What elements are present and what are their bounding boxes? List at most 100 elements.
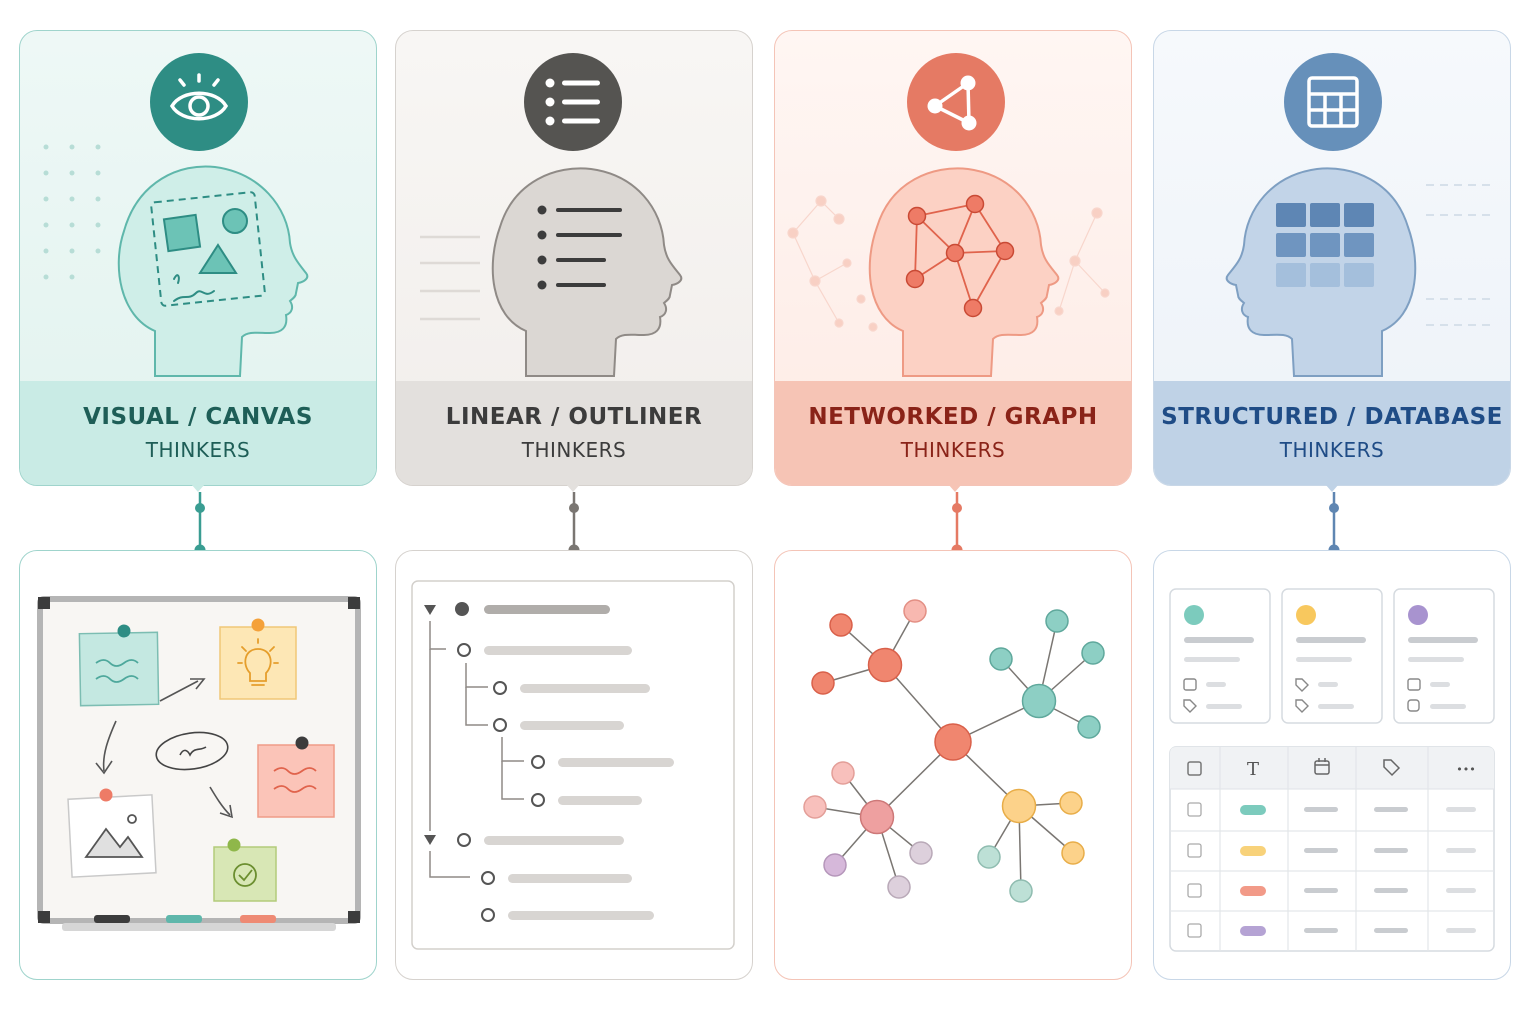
database-card [1281, 588, 1383, 724]
graph-panel [774, 550, 1132, 980]
linear-banner: LINEAR / OUTLINER THINKERS [396, 381, 752, 485]
graph-node [887, 875, 911, 899]
outliner-illustration [411, 580, 735, 950]
column-structured-database: STRUCTURED / DATABASE THINKERS [1153, 0, 1515, 1024]
column-subtitle: THINKERS [145, 438, 251, 462]
line-decoration [420, 235, 480, 321]
node-bullet-icon [455, 602, 469, 616]
calendar-icon [1314, 758, 1330, 775]
table-row [1187, 802, 1476, 817]
table-grid-icon-badge [1284, 53, 1382, 151]
column-linear-outliner: LINEAR / OUTLINER THINKERS [395, 0, 757, 1024]
collapse-caret-icon [424, 835, 436, 845]
graph-node [1001, 788, 1037, 824]
node-circle-icon [457, 833, 471, 847]
column-title: NETWORKED / GRAPH [808, 404, 1098, 430]
linear-thinkers-card: LINEAR / OUTLINER THINKERS [395, 30, 753, 486]
sticky-note-green [213, 846, 277, 902]
graph-node [803, 795, 827, 819]
check-circle-icon [233, 863, 257, 887]
whiteboard-illustration [37, 596, 361, 931]
squiggle-icon [173, 274, 215, 302]
marker-coral [240, 915, 276, 923]
database-card [1169, 588, 1271, 724]
row-tag [1240, 926, 1266, 936]
database-table: T ••• [1169, 746, 1495, 952]
column-title: VISUAL / CANVAS [83, 404, 313, 430]
pin-icon [251, 618, 265, 632]
graph-node [1077, 715, 1101, 739]
column-title: STRUCTURED / DATABASE [1161, 404, 1503, 430]
graph-node [989, 647, 1013, 671]
graph-node [1045, 609, 1069, 633]
status-icon [1407, 699, 1420, 712]
table-row [1187, 923, 1476, 938]
text-type-icon: T [1247, 759, 1259, 780]
structured-banner: STRUCTURED / DATABASE THINKERS [1154, 381, 1510, 485]
calendar-icon [1407, 678, 1421, 691]
square-shape-icon [162, 213, 202, 253]
graph-node [1009, 879, 1033, 903]
networked-thinkers-card: NETWORKED / GRAPH THINKERS [774, 30, 1132, 486]
connector-linear [566, 484, 580, 556]
column-title: LINEAR / OUTLINER [445, 404, 703, 430]
node-circle-icon [457, 643, 471, 657]
sticky-note-teal [78, 631, 160, 707]
checkbox-icon [1187, 761, 1202, 776]
mountain-image-icon [84, 814, 144, 858]
table-row [1187, 883, 1476, 898]
sticky-note-yellow [219, 626, 297, 700]
graph-node [831, 761, 855, 785]
visual-banner: VISUAL / CANVAS THINKERS [20, 381, 376, 485]
card-color-dot [1408, 605, 1428, 625]
sticky-note-coral [257, 744, 335, 818]
database-card [1393, 588, 1495, 724]
canvas-frame-icon [150, 191, 266, 307]
lightbulb-icon [237, 638, 279, 686]
graph-node [823, 853, 847, 877]
eye-icon [169, 73, 229, 121]
tag-icon [1295, 678, 1309, 692]
collapse-caret-icon [424, 605, 436, 615]
graph-illustration [803, 599, 1105, 903]
head-silhouette [868, 167, 1060, 377]
structured-thinkers-card: STRUCTURED / DATABASE THINKERS [1153, 30, 1511, 486]
card-color-dot [1184, 605, 1204, 625]
structured-head-illustration [1225, 53, 1490, 377]
pin-icon [117, 624, 131, 638]
tag-icon [1295, 699, 1309, 713]
dash-decoration [1426, 184, 1490, 326]
table-grid-icon [1307, 76, 1359, 128]
faint-network-decoration [787, 195, 1110, 332]
dot-grid-decoration [43, 144, 101, 280]
table-row [1187, 843, 1476, 858]
row-tag [1240, 846, 1266, 856]
node-circle-icon [531, 755, 545, 769]
graph-node [1021, 683, 1057, 719]
connector-structured [1325, 484, 1340, 556]
column-visual-canvas: VISUAL / CANVAS THINKERS [19, 0, 381, 1024]
bullet-list-icon [537, 205, 622, 290]
database-grid-icon [1276, 203, 1374, 287]
visual-head-illustration [43, 53, 309, 377]
database-illustration: T ••• [1169, 588, 1495, 952]
eye-icon-badge [150, 53, 248, 151]
node-circle-icon [493, 718, 507, 732]
column-subtitle: THINKERS [1279, 438, 1385, 462]
graph-node [867, 647, 903, 683]
graph-hub-node [934, 723, 972, 761]
column-subtitle: THINKERS [521, 438, 627, 462]
graph-node [977, 845, 1001, 869]
calendar-icon [1183, 678, 1197, 691]
node-circle-icon [493, 681, 507, 695]
graph-node [859, 799, 895, 835]
graph-node [1081, 641, 1105, 665]
node-circle-icon [481, 871, 495, 885]
column-networked-graph: NETWORKED / GRAPH THINKERS [774, 0, 1136, 1024]
visual-thinkers-card: VISUAL / CANVAS THINKERS [19, 30, 377, 486]
node-circle-icon [531, 793, 545, 807]
tree-lines [429, 621, 524, 878]
graph-node [829, 613, 853, 637]
marker-teal [166, 915, 202, 923]
tag-icon [1183, 699, 1197, 713]
